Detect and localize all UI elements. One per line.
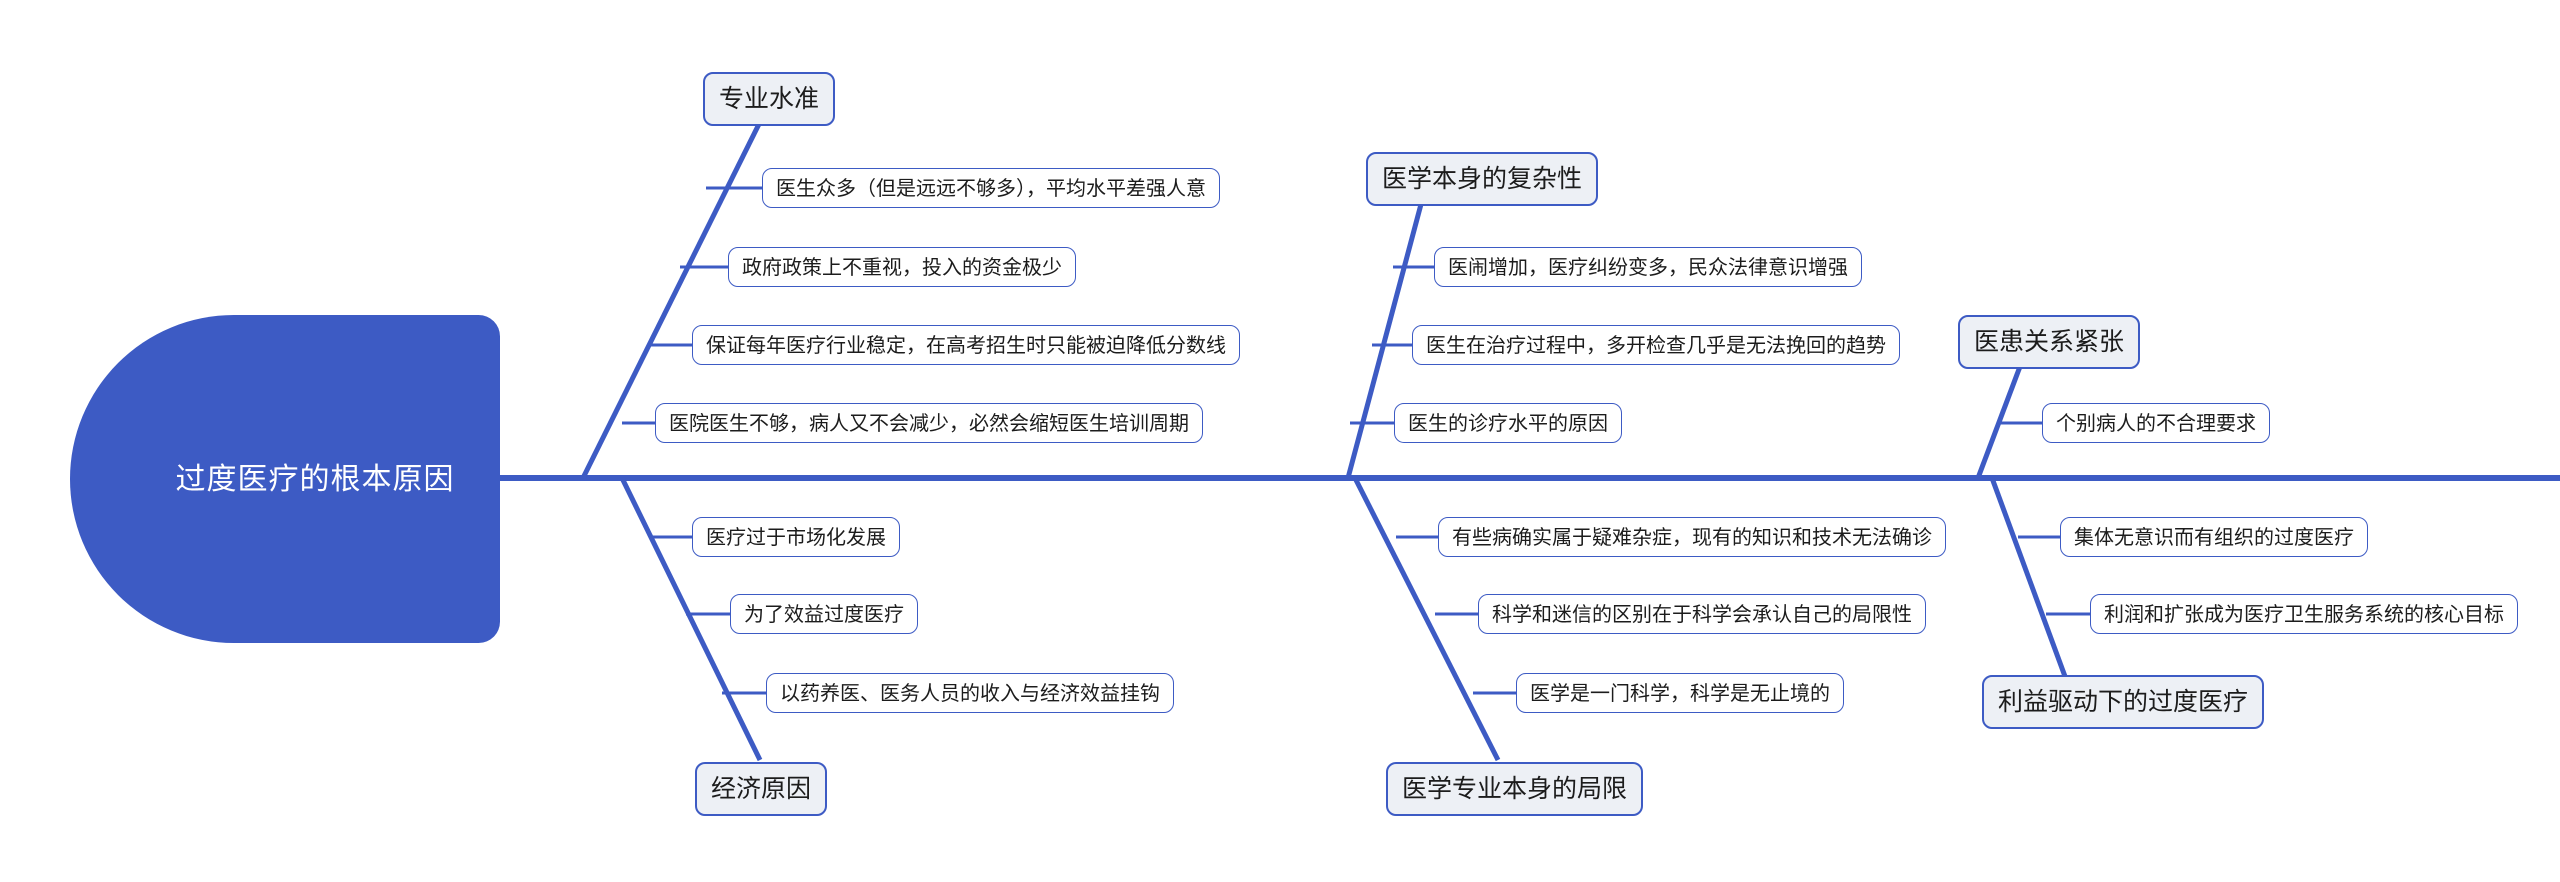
leaf-professional-level-2[interactable]: 政府政策上不重视，投入的资金极少 [728,247,1076,287]
leaf-medical-complexity-3[interactable]: 医生的诊疗水平的原因 [1394,403,1622,443]
leaf-profit-driven-1[interactable]: 集体无意识而有组织的过度医疗 [2060,517,2368,557]
leaf-label: 医学是一门科学，科学是无止境的 [1530,681,1830,705]
leaf-label: 个别病人的不合理要求 [2056,411,2256,435]
leaf-medical-complexity-2[interactable]: 医生在治疗过程中，多开检查几乎是无法挽回的趋势 [1412,325,1900,365]
fishbone-head[interactable]: 过度医疗的根本原因 [70,315,500,643]
category-label: 医学专业本身的局限 [1402,774,1628,804]
leaf-economic-causes-1[interactable]: 医疗过于市场化发展 [692,517,900,557]
leaf-label: 医生众多（但是远远不够多），平均水平差强人意 [776,176,1206,200]
leaf-label: 为了效益过度医疗 [744,602,904,626]
category-label: 利益驱动下的过度医疗 [1998,687,2249,717]
leaf-label: 政府政策上不重视，投入的资金极少 [742,255,1062,279]
leaf-professional-level-1[interactable]: 医生众多（但是远远不够多），平均水平差强人意 [762,168,1220,208]
leaf-label: 医院医生不够，病人又不会减少，必然会缩短医生培训周期 [669,411,1189,435]
category-medical-complexity[interactable]: 医学本身的复杂性 [1366,152,1599,206]
category-label: 专业水准 [719,84,820,114]
category-profit-driven[interactable]: 利益驱动下的过度医疗 [1982,675,2265,729]
category-professional-level[interactable]: 专业水准 [703,72,836,126]
category-doctor-patient-tension[interactable]: 医患关系紧张 [1958,315,2141,369]
bone-profit-driven [1989,477,2073,691]
leaf-label: 保证每年医疗行业稳定，在高考招生时只能被迫降低分数线 [706,333,1226,357]
leaf-label: 医生在治疗过程中，多开检查几乎是无法挽回的趋势 [1426,333,1886,357]
leaf-label: 医疗过于市场化发展 [706,525,886,549]
leaf-economic-causes-3[interactable]: 以药养医、医务人员的收入与经济效益挂钩 [766,673,1174,713]
leaf-label: 有些病确实属于疑难杂症，现有的知识和技术无法确诊 [1452,525,1932,549]
category-economic-causes[interactable]: 经济原因 [695,762,828,816]
leaf-label: 利润和扩张成为医疗卫生服务系统的核心目标 [2104,602,2504,626]
category-label: 经济原因 [711,774,812,804]
leaf-medical-complexity-1[interactable]: 医闹增加，医疗纠纷变多，民众法律意识增强 [1434,247,1862,287]
leaf-label: 集体无意识而有组织的过度医疗 [2074,525,2354,549]
leaf-label: 医闹增加，医疗纠纷变多，民众法律意识增强 [1448,255,1848,279]
leaf-medical-limits-3[interactable]: 医学是一门科学，科学是无止境的 [1516,673,1844,713]
category-medical-limits[interactable]: 医学专业本身的局限 [1386,762,1644,816]
leaf-professional-level-4[interactable]: 医院医生不够，病人又不会减少，必然会缩短医生培训周期 [655,403,1203,443]
category-label: 医学本身的复杂性 [1382,164,1583,194]
leaf-doctor-patient-tension-1[interactable]: 个别病人的不合理要求 [2042,403,2270,443]
leaf-medical-limits-2[interactable]: 科学和迷信的区别在于科学会承认自己的局限性 [1478,594,1926,634]
leaf-professional-level-3[interactable]: 保证每年医疗行业稳定，在高考招生时只能被迫降低分数线 [692,325,1240,365]
leaf-label: 以药养医、医务人员的收入与经济效益挂钩 [780,681,1160,705]
leaf-economic-causes-2[interactable]: 为了效益过度医疗 [730,594,918,634]
category-label: 医患关系紧张 [1974,327,2125,357]
fishbone-head-label: 过度医疗的根本原因 [175,461,455,497]
leaf-profit-driven-2[interactable]: 利润和扩张成为医疗卫生服务系统的核心目标 [2090,594,2518,634]
leaf-label: 科学和迷信的区别在于科学会承认自己的局限性 [1492,602,1912,626]
leaf-medical-limits-1[interactable]: 有些病确实属于疑难杂症，现有的知识和技术无法确诊 [1438,517,1946,557]
leaf-label: 医生的诊疗水平的原因 [1408,411,1608,435]
